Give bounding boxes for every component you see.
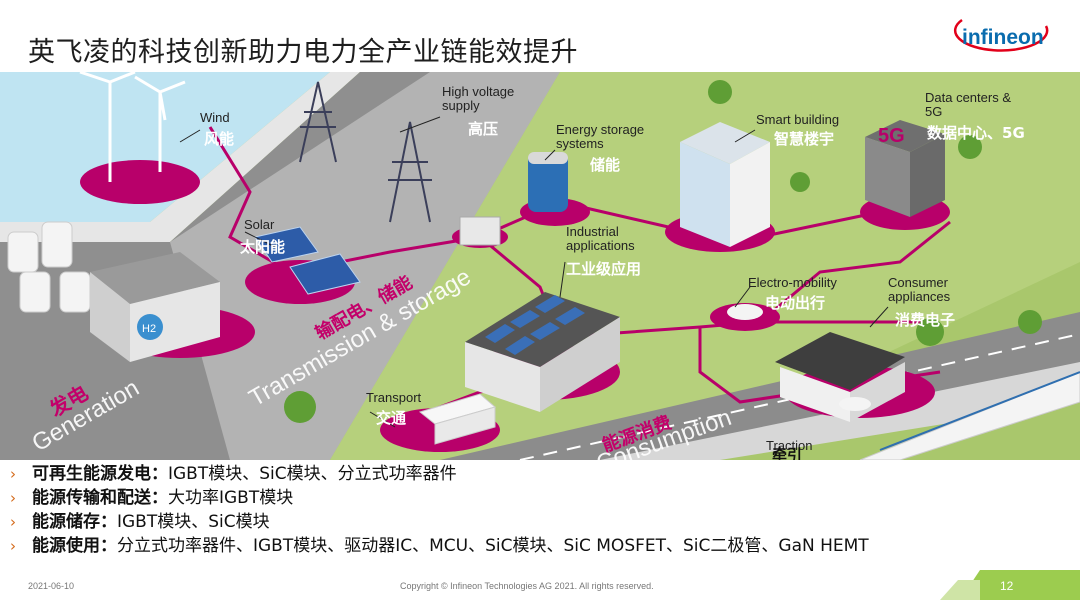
wind-label-cn: 风能 xyxy=(204,130,234,148)
consumer-label-en-1: Consumer xyxy=(888,275,949,290)
bullet-chevron-icon: › xyxy=(10,513,16,531)
industrial-label-cn: 工业级应用 xyxy=(566,260,641,278)
industrial-label-en-1: Industrial xyxy=(566,224,619,239)
energy-chain-illustration: H2 xyxy=(0,72,1080,460)
traction-label-en: Traction xyxy=(766,438,812,453)
battery-storage-icon xyxy=(528,152,568,212)
bullet-chevron-icon: › xyxy=(10,465,16,483)
smart-building-icon xyxy=(680,122,770,247)
footer-copyright: Copyright © Infineon Technologies AG 202… xyxy=(400,581,654,591)
solar-label-cn: 太阳能 xyxy=(240,238,285,256)
hv-label-en-2: supply xyxy=(442,98,480,113)
transmission-road xyxy=(170,72,560,460)
bullet-item: ›可再生能源发电：IGBT模块、SiC模块、分立式功率器件 xyxy=(10,464,457,484)
emobility-label-en: Electro-mobility xyxy=(748,275,837,290)
svg-text:H2: H2 xyxy=(142,323,156,335)
data-center-icon: 5G xyxy=(865,120,945,217)
consumer-label-cn: 消费电子 xyxy=(895,311,955,329)
logo-text: infineon xyxy=(962,26,1044,49)
bullet-chevron-icon: › xyxy=(10,489,16,507)
emobility-label-cn: 电动出行 xyxy=(765,294,825,312)
bullet-list: ›可再生能源发电：IGBT模块、SiC模块、分立式功率器件 ›能源传输和配送：大… xyxy=(10,462,1070,558)
industrial-label-en-2: applications xyxy=(566,238,635,253)
trees-icon xyxy=(284,80,1042,423)
building-label-cn: 智慧楼宇 xyxy=(774,130,834,148)
datacenter-label-en-2: 5G xyxy=(925,104,942,119)
transport-label-cn: 交通 xyxy=(376,409,406,427)
page-title: 英飞凌的科技创新助力电力全产业链能效提升 xyxy=(28,37,578,68)
page-number: 12 xyxy=(1000,579,1014,593)
storage-label-en-2: systems xyxy=(556,136,604,151)
datacenter-label-en-1: Data centers & xyxy=(925,90,1011,105)
truck-icon xyxy=(418,393,497,445)
traction-label-cn: 牵引 xyxy=(772,446,802,460)
solar-panels-icon xyxy=(254,226,361,295)
bullet-item: ›能源储存：IGBT模块、SiC模块 xyxy=(10,512,270,532)
storage-label-en-1: Energy storage xyxy=(556,122,644,137)
building-label-en: Smart building xyxy=(756,112,839,127)
consumption-road xyxy=(440,312,1080,460)
bullet-chevron-icon: › xyxy=(10,537,16,555)
factory-icon xyxy=(465,292,620,412)
infineon-logo: infineon xyxy=(954,18,1049,52)
wind-label-en: Wind xyxy=(200,110,230,125)
footer-date: 2021-06-10 xyxy=(28,581,75,591)
storage-label-cn: 储能 xyxy=(590,156,620,174)
bullet-item: ›能源使用：分立式功率器件、IGBT模块、驱动器IC、MCU、SiC模块、SiC… xyxy=(10,536,869,556)
hv-label-en-1: High voltage xyxy=(442,84,514,99)
substation-icon xyxy=(459,216,501,246)
power-pylons-icon xyxy=(299,81,432,223)
bullet-item: ›能源传输和配送：大功率IGBT模块 xyxy=(10,488,294,508)
hv-label-cn: 高压 xyxy=(468,120,498,138)
transport-label-en: Transport xyxy=(366,390,422,405)
hydrogen-plant-icon: H2 xyxy=(90,252,220,362)
electric-car-icon xyxy=(727,304,871,411)
solar-label-en: Solar xyxy=(244,217,275,232)
wind-turbines-icon xyxy=(79,72,186,182)
footer-corner-graphic xyxy=(940,570,1080,600)
datacenter-label-cn: 数据中心、5G xyxy=(927,124,1025,142)
consumer-label-en-2: appliances xyxy=(888,289,951,304)
tanks-icon xyxy=(7,221,91,313)
train-icon xyxy=(859,371,1080,460)
svg-text:5G: 5G xyxy=(878,125,905,147)
